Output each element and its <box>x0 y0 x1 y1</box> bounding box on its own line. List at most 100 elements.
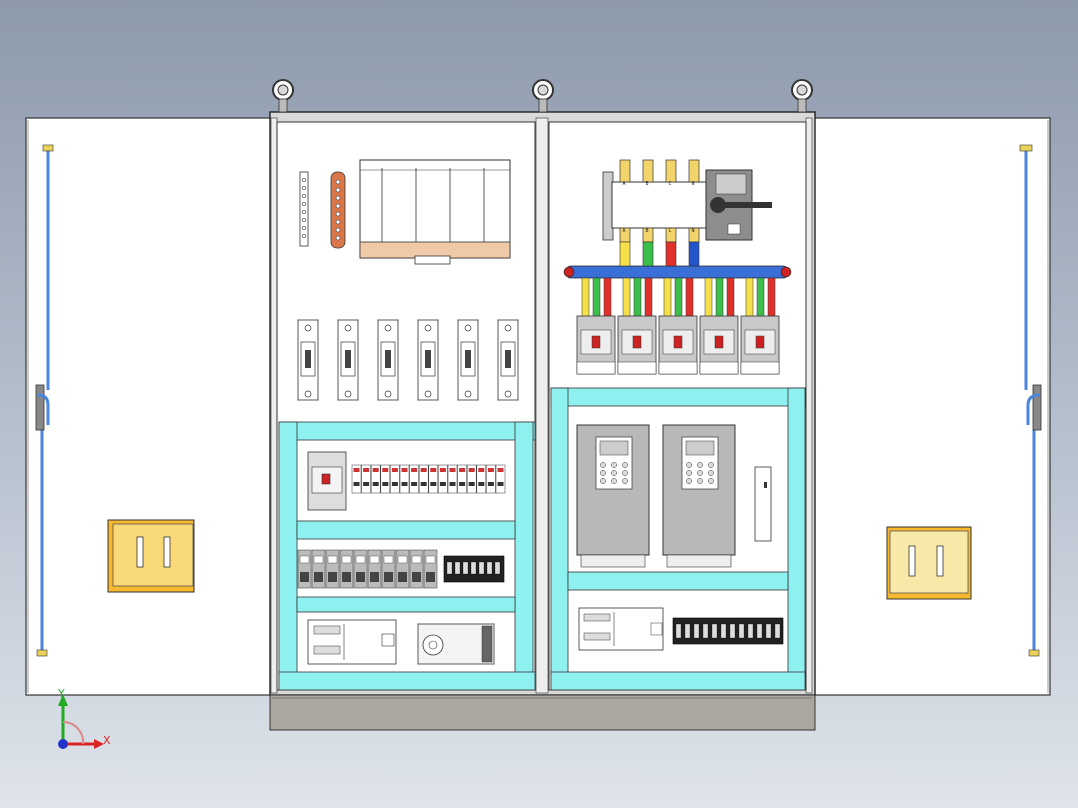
screw <box>302 194 306 198</box>
input-terminal[interactable] <box>665 159 677 183</box>
relay-module[interactable] <box>423 549 438 589</box>
terminal-block-icon[interactable] <box>486 561 493 575</box>
brake-resistor[interactable] <box>754 466 772 542</box>
keypad-button[interactable] <box>611 470 617 476</box>
relay-module[interactable] <box>353 549 368 589</box>
din-row-bottom-right[interactable] <box>578 607 784 651</box>
relay-module[interactable] <box>339 549 354 589</box>
fuse-holder[interactable] <box>337 319 359 401</box>
keypad-button[interactable] <box>600 478 606 484</box>
keypad-button[interactable] <box>708 470 714 476</box>
terminal-block-icon[interactable] <box>418 464 429 494</box>
terminal-block-icon[interactable] <box>466 464 477 494</box>
mccb-row[interactable] <box>576 315 780 375</box>
keypad-button[interactable] <box>697 470 703 476</box>
terminal-block-icon[interactable] <box>409 464 419 494</box>
copper-earth-bar[interactable] <box>330 171 346 249</box>
left-door[interactable] <box>25 117 273 696</box>
keypad-button[interactable] <box>708 462 714 468</box>
vfd-icon[interactable] <box>662 424 736 568</box>
terminal-block-icon[interactable] <box>720 623 727 639</box>
keypad-button[interactable] <box>600 462 606 468</box>
relay-module[interactable] <box>395 549 410 589</box>
distribution-busbar[interactable] <box>563 265 792 279</box>
keypad-button[interactable] <box>697 462 703 468</box>
relay-module[interactable] <box>367 549 382 589</box>
fuse-holder[interactable] <box>297 319 319 401</box>
fuse-holder[interactable] <box>457 319 479 401</box>
keypad-button[interactable] <box>622 470 628 476</box>
terminal-block-icon[interactable] <box>380 464 391 494</box>
terminal-block-icon[interactable] <box>478 561 485 575</box>
terminal-block-icon[interactable] <box>756 623 763 639</box>
terminal-block-icon[interactable] <box>457 464 467 494</box>
relay-module[interactable] <box>381 549 396 589</box>
breaker-icon[interactable] <box>617 315 657 375</box>
terminal-block-icon[interactable] <box>454 561 461 575</box>
terminal-block-icon[interactable] <box>774 623 781 639</box>
fuse-disconnector-block[interactable] <box>359 159 511 265</box>
keypad-button[interactable] <box>686 470 692 476</box>
terminal-block-icon[interactable] <box>494 561 501 575</box>
din-row-1-left[interactable] <box>307 451 506 511</box>
terminal-block-icon[interactable] <box>495 464 506 494</box>
fuse-holder[interactable] <box>417 319 439 401</box>
terminal-block-icon[interactable] <box>438 464 448 494</box>
breaker-icon[interactable] <box>576 315 616 375</box>
keypad-button[interactable] <box>611 462 617 468</box>
terminal-block-icon[interactable] <box>711 623 718 639</box>
input-terminal[interactable] <box>619 159 631 183</box>
terminal-block-icon[interactable] <box>470 561 477 575</box>
relay-module[interactable] <box>409 549 424 589</box>
terminal-block-icon[interactable] <box>675 623 682 639</box>
input-terminal[interactable] <box>642 159 654 183</box>
terminal-block-icon[interactable] <box>729 623 736 639</box>
keypad-button[interactable] <box>611 478 617 484</box>
right-door[interactable] <box>811 117 1051 696</box>
keypad-button[interactable] <box>686 462 692 468</box>
terminal-block-icon[interactable] <box>462 561 469 575</box>
terminal-label-bottom: N <box>692 228 695 234</box>
breaker-icon[interactable] <box>740 315 780 375</box>
relay-module[interactable] <box>325 549 340 589</box>
keypad-button[interactable] <box>622 478 628 484</box>
terminal-block-icon[interactable] <box>765 623 772 639</box>
relay-module[interactable] <box>311 549 326 589</box>
terminal-block-icon[interactable] <box>390 464 400 494</box>
keypad-button[interactable] <box>708 478 714 484</box>
din-row-3-left[interactable] <box>307 619 495 665</box>
breaker-icon[interactable] <box>699 315 739 375</box>
fuse-holder-row[interactable] <box>297 319 519 401</box>
terminal-block-icon[interactable] <box>747 623 754 639</box>
terminal-block-icon[interactable] <box>476 464 487 494</box>
left-mounting-plate[interactable] <box>276 121 536 691</box>
relay-module[interactable] <box>297 549 312 589</box>
din-row-2-left[interactable] <box>297 549 505 589</box>
keypad-button[interactable] <box>622 462 628 468</box>
fuse-holder[interactable] <box>377 319 399 401</box>
terminal-block-icon[interactable] <box>702 623 709 639</box>
terminal-block-icon[interactable] <box>684 623 691 639</box>
terminal-block-icon[interactable] <box>428 464 439 494</box>
terminal-block-icon[interactable] <box>399 464 410 494</box>
terminal-block-icon[interactable] <box>361 464 371 494</box>
breaker-icon[interactable] <box>658 315 698 375</box>
terminal-block-icon[interactable] <box>446 561 453 575</box>
terminal-block-icon[interactable] <box>370 464 381 494</box>
input-terminal[interactable] <box>688 159 700 183</box>
terminal-block-icon[interactable] <box>486 464 496 494</box>
keypad-button[interactable] <box>697 478 703 484</box>
terminal-block-icon[interactable] <box>738 623 745 639</box>
screw <box>302 226 306 230</box>
fuse-holder[interactable] <box>497 319 519 401</box>
terminal-strip-vertical[interactable] <box>299 171 309 247</box>
vfd-icon[interactable] <box>576 424 650 568</box>
terminal-block-icon[interactable] <box>693 623 700 639</box>
keypad-button[interactable] <box>686 478 692 484</box>
keypad-button[interactable] <box>600 470 606 476</box>
terminal-block-icon[interactable] <box>447 464 458 494</box>
terminal-block-icon[interactable] <box>351 464 362 494</box>
